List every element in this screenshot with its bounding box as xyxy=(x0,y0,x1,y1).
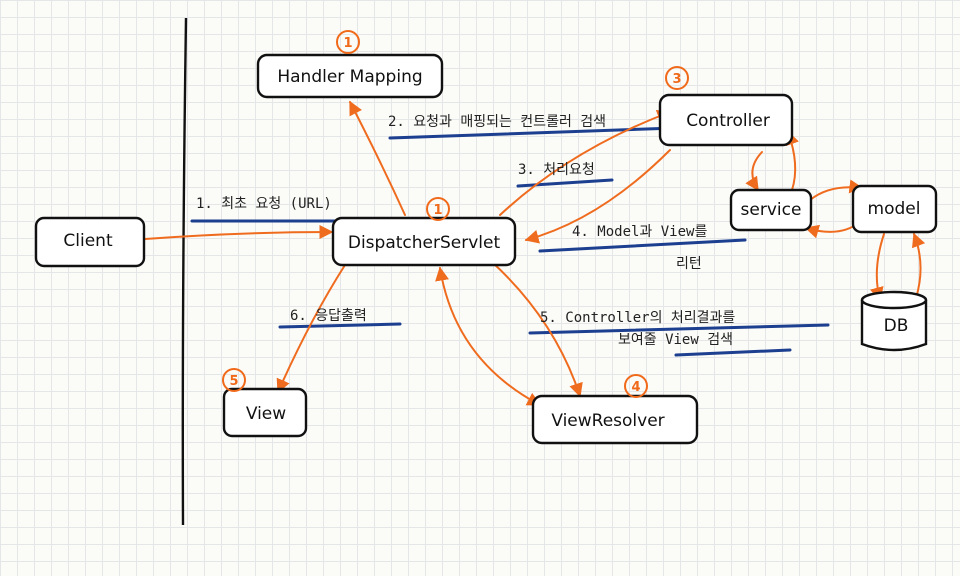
arrow-client-to-dispatcher xyxy=(144,225,334,240)
arrow-controller-to-service xyxy=(745,151,763,192)
arrow-dispatcher-to-resolver xyxy=(491,261,583,398)
underline-step4 xyxy=(538,238,747,253)
badge-text-controller: 3 xyxy=(672,72,681,87)
node-label-client: Client xyxy=(63,231,113,251)
badge-controller: 3 xyxy=(665,66,689,90)
note-step3: 3. 처리요청 xyxy=(518,162,595,178)
underline-step5a xyxy=(528,323,830,335)
note-step5b: 보여줄 View 검색 xyxy=(618,332,733,348)
boundary-line xyxy=(181,17,188,526)
arrow-dispatcher-to-handler xyxy=(349,100,406,216)
flow-arrows xyxy=(144,100,926,406)
badge-dispatcher: 1 xyxy=(426,197,450,221)
note-step4a: 4. Model과 View를 xyxy=(572,224,707,240)
node-model: model xyxy=(851,184,938,234)
arrow-resolver-dispatcher xyxy=(435,266,542,406)
node-label-service: service xyxy=(741,200,802,220)
node-label-handler-mapping: Handler Mapping xyxy=(277,67,422,87)
underline-step5b xyxy=(674,348,792,357)
node-client: Client xyxy=(34,216,146,268)
arrow-db-to-model xyxy=(912,232,926,299)
badge-view-resolver: 4 xyxy=(624,374,648,398)
node-db: DB xyxy=(860,290,928,352)
note-step4b: 리턴 xyxy=(676,256,702,272)
node-label-model: model xyxy=(868,199,921,219)
underline-step3 xyxy=(516,178,614,188)
arrow-dispatcher-to-view xyxy=(276,264,346,394)
badge-view: 5 xyxy=(222,368,246,392)
node-label-dispatcher: DispatcherServlet xyxy=(348,233,501,253)
badge-text-dispatcher: 1 xyxy=(433,203,442,218)
node-dispatcher-servlet: DispatcherServlet xyxy=(331,216,517,267)
node-label-db: DB xyxy=(884,316,909,336)
arrow-dispatcher-to-controller xyxy=(499,109,672,216)
badge-text-view: 5 xyxy=(229,374,238,389)
badge-handler-mapping: 1 xyxy=(336,30,360,54)
node-controller: Controller xyxy=(658,93,794,147)
node-handler-mapping: Handler Mapping xyxy=(256,53,444,99)
node-label-controller: Controller xyxy=(686,111,770,131)
note-step6: 6. 응답출력 xyxy=(290,308,367,324)
node-service: service xyxy=(729,188,813,232)
arrow-controller-to-dispatcher xyxy=(524,149,671,244)
badge-text-handler-mapping: 1 xyxy=(343,36,352,51)
note-step2: 2. 요청과 매핑되는 컨트롤러 검색 xyxy=(388,114,606,130)
underline-step6 xyxy=(278,322,402,329)
node-label-view-resolver: ViewResolver xyxy=(551,411,664,431)
arrow-model-to-db xyxy=(869,233,885,302)
node-label-view: View xyxy=(246,404,286,424)
badge-text-view-resolver: 4 xyxy=(631,380,640,395)
note-step1: 1. 최초 요청 (URL) xyxy=(196,196,332,212)
node-view: View xyxy=(222,387,308,438)
note-step5a: 5. Controller의 처리결과를 xyxy=(540,310,735,326)
node-view-resolver: ViewResolver xyxy=(531,394,699,445)
